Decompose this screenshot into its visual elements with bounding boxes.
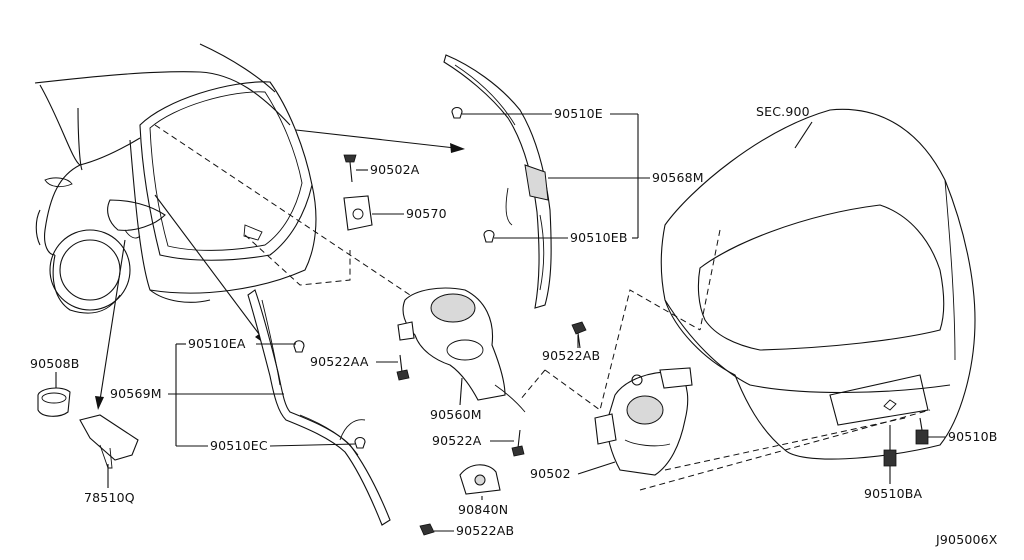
label-90522AB-top: 90522AB bbox=[542, 348, 600, 363]
label-78510Q: 78510Q bbox=[84, 490, 135, 505]
label-90510B: 90510B bbox=[948, 429, 998, 444]
bolt-90522A bbox=[511, 429, 525, 457]
label-90510E: 90510E bbox=[554, 106, 603, 121]
label-90568M: 90568M bbox=[652, 170, 704, 185]
label-90510EA: 90510EA bbox=[188, 336, 246, 351]
vehicle-rear-illustration bbox=[34, 43, 317, 314]
diagram-id: J905006X bbox=[935, 532, 998, 547]
label-90522AA: 90522AA bbox=[310, 354, 369, 369]
lock-90502 bbox=[594, 367, 693, 476]
label-leaders bbox=[55, 113, 946, 532]
finisher-lower bbox=[247, 289, 435, 536]
label-90569M: 90569M bbox=[110, 386, 162, 401]
back-door-sec900 bbox=[660, 108, 976, 460]
label-90522A: 90522A bbox=[432, 433, 482, 448]
actuator-90560M bbox=[396, 287, 526, 413]
bolt-and-bracket bbox=[343, 154, 373, 231]
label-90508B: 90508B bbox=[30, 356, 80, 371]
label-90570: 90570 bbox=[406, 206, 447, 221]
label-90560M: 90560M bbox=[430, 407, 482, 422]
label-90510EB: 90510EB bbox=[570, 230, 628, 245]
label-90502A: 90502A bbox=[370, 162, 420, 177]
label-90840N: 90840N bbox=[458, 502, 508, 517]
bolts-back-door bbox=[883, 417, 929, 467]
part-90840N bbox=[459, 464, 501, 495]
label-90510BA: 90510BA bbox=[864, 486, 923, 501]
label-90502: 90502 bbox=[530, 466, 571, 481]
part-labels: 90510E 90568M 90510EB 90502A 90570 90522… bbox=[30, 104, 998, 547]
part-90508B bbox=[37, 387, 71, 417]
label-90522AB-bottom: 90522AB bbox=[456, 523, 514, 538]
label-sec900: SEC.900 bbox=[756, 104, 810, 119]
finisher-upper bbox=[443, 54, 587, 349]
label-90510EC: 90510EC bbox=[210, 438, 268, 453]
part-78510Q bbox=[79, 414, 139, 469]
